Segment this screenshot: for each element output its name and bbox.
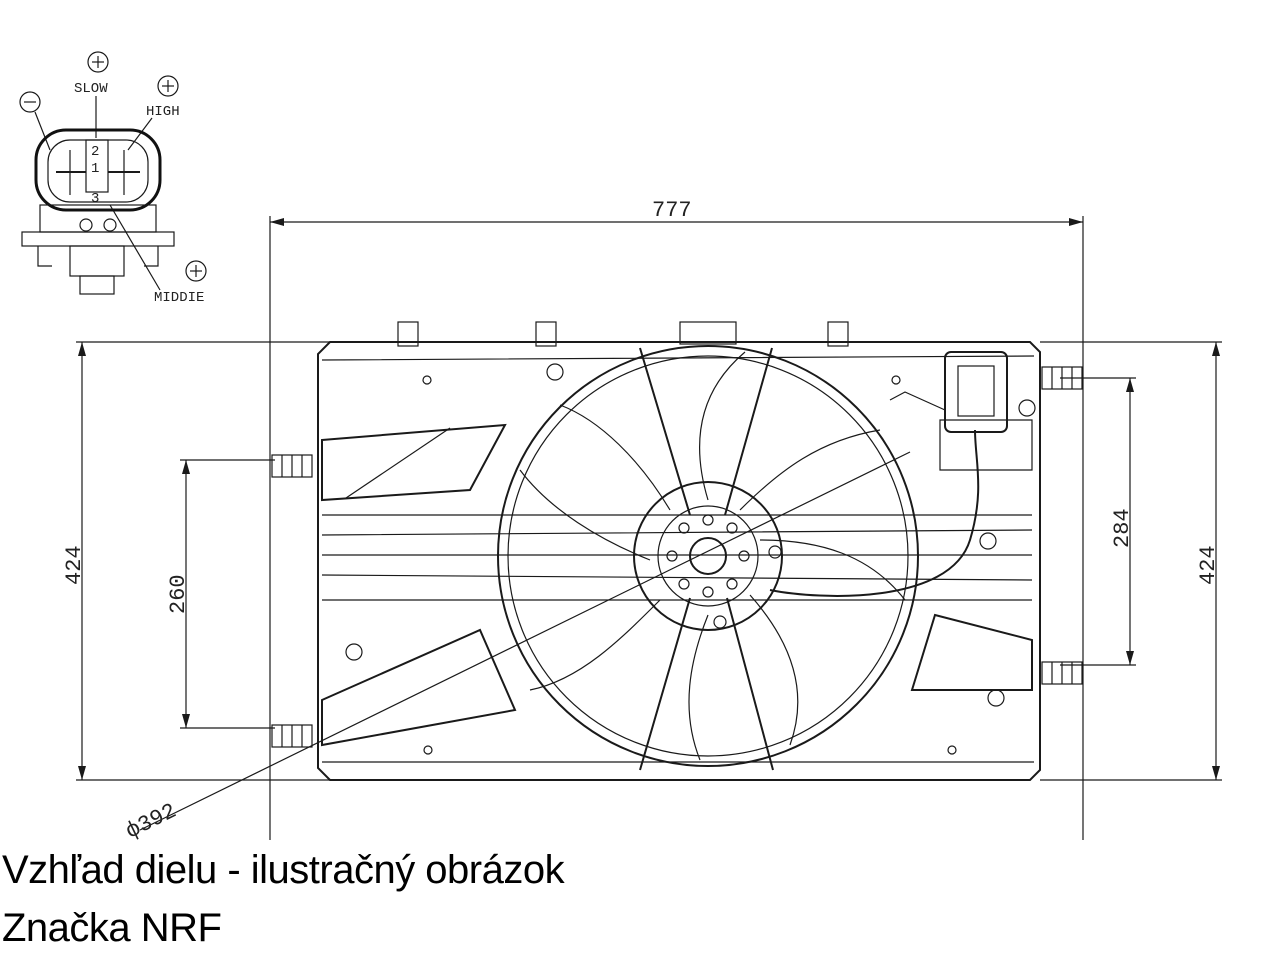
dimension-height-left: 424 (62, 341, 330, 781)
high-pin-symbol: HIGH (127, 75, 180, 151)
height-right-value: 424 (1196, 545, 1221, 585)
caption-illustration-note: Vzhľad dielu - ilustračný obrázok (2, 848, 565, 892)
connector-housing (34, 128, 162, 212)
connector-detail: SLOW HIGH MIDDIE 2 1 3 (19, 51, 207, 306)
mount-tab-right-bottom (1041, 661, 1083, 685)
pin-number-3: 3 (91, 191, 99, 207)
dimension-fan-diameter: ф392 (122, 451, 911, 840)
dimension-mount-left: 260 (166, 459, 275, 729)
fan-hub (633, 481, 783, 631)
middle-pin-symbol: MIDDIE (109, 204, 207, 306)
dimension-width: 777 (269, 198, 1084, 840)
fan-rotor (497, 345, 919, 771)
slow-label: SLOW (74, 81, 108, 97)
high-label: HIGH (146, 104, 180, 120)
fan-diameter-value: ф392 (122, 799, 180, 840)
mount-tab-left-top (271, 454, 313, 478)
fan-assembly-drawing: SLOW HIGH MIDDIE 2 1 3 (19, 51, 1222, 840)
dimension-height-right: 424 (1040, 341, 1222, 781)
mount-tab-right-top (1041, 366, 1083, 390)
dimension-mount-right: 284 (1060, 377, 1136, 666)
width-value: 777 (652, 198, 692, 223)
mount-left-value: 260 (166, 574, 191, 614)
minus-pin-symbol (19, 91, 51, 151)
height-left-value: 424 (62, 545, 87, 585)
motor-cable (769, 351, 1008, 597)
mount-right-value: 284 (1110, 508, 1135, 548)
pin-number-2: 2 (91, 144, 99, 160)
caption-brand: Značka NRF (2, 906, 222, 950)
mount-tab-left-bottom (271, 724, 313, 748)
pin-number-1: 1 (91, 161, 99, 177)
middie-label: MIDDIE (154, 290, 204, 306)
shroud-frame (271, 321, 1083, 781)
slow-pin-symbol: SLOW (74, 51, 109, 138)
